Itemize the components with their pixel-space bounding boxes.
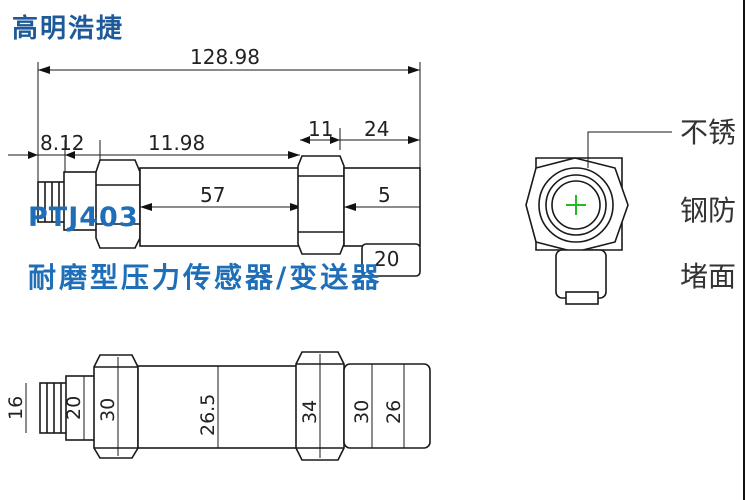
model-number: PTJ403 bbox=[28, 202, 139, 233]
top-view: 128.98 8.12 11.98 11 24 57 bbox=[8, 45, 421, 277]
dim-connector: 20 bbox=[374, 247, 399, 271]
rear-hex-nut bbox=[297, 155, 345, 255]
b-rear-body bbox=[343, 363, 431, 449]
note: 不锈 钢防 堵面 bbox=[680, 116, 736, 293]
end-connector-tab bbox=[565, 291, 599, 305]
arrow-rear bbox=[408, 136, 420, 144]
arrow-hex-b bbox=[330, 136, 340, 144]
arrow-gap bbox=[344, 203, 356, 211]
b-body bbox=[137, 365, 301, 449]
arrow-right bbox=[408, 66, 420, 74]
dim-hex-front-a: 20 bbox=[63, 396, 85, 420]
dim-small-gap: 5 bbox=[378, 183, 391, 207]
note-line-2: 钢防 bbox=[680, 194, 736, 227]
end-circle-outer bbox=[538, 167, 614, 243]
connector bbox=[361, 243, 421, 277]
note-line-1: 不锈 bbox=[680, 116, 736, 149]
dim-hex-width: 11 bbox=[308, 117, 333, 141]
end-circle-mid bbox=[545, 174, 607, 236]
front-hex-nut bbox=[95, 159, 141, 249]
dim-thread-dia: 16 bbox=[5, 396, 27, 420]
bottom-view: 16 20 30 26.5 34 30 26 bbox=[5, 351, 431, 461]
arrow-nut-body bbox=[288, 151, 300, 159]
arrow-body-b bbox=[290, 203, 302, 211]
arrow-front-a bbox=[28, 151, 38, 159]
b-front-hex bbox=[93, 354, 139, 459]
end-circle-inner bbox=[551, 180, 601, 230]
dim-front-thread: 8.12 bbox=[40, 131, 85, 155]
dim-nut-body: 11.98 bbox=[148, 131, 205, 155]
dim-hex-front-b: 30 bbox=[97, 398, 119, 422]
end-connector bbox=[555, 249, 607, 299]
brand-title: 高明浩捷 bbox=[12, 14, 125, 44]
arrow-left bbox=[38, 66, 50, 74]
leader-line bbox=[587, 131, 672, 168]
arrow-body-a bbox=[140, 203, 152, 211]
dim-rear-dia: 26 bbox=[383, 400, 405, 424]
dim-body-dia: 26.5 bbox=[197, 394, 219, 436]
dim-rear-length: 24 bbox=[364, 117, 389, 141]
note-line-3: 堵面 bbox=[680, 260, 736, 293]
arrow-front-b bbox=[65, 151, 75, 159]
end-view bbox=[525, 131, 672, 305]
arrow-hex-a bbox=[300, 136, 310, 144]
dim-overall: 128.98 bbox=[190, 45, 260, 69]
dim-body-length: 57 bbox=[200, 183, 225, 207]
dim-hex-rear-a: 34 bbox=[299, 400, 321, 424]
dim-hex-rear-b: 30 bbox=[351, 400, 373, 424]
product-description: 耐磨型压力传感器/变送器 bbox=[28, 261, 383, 294]
